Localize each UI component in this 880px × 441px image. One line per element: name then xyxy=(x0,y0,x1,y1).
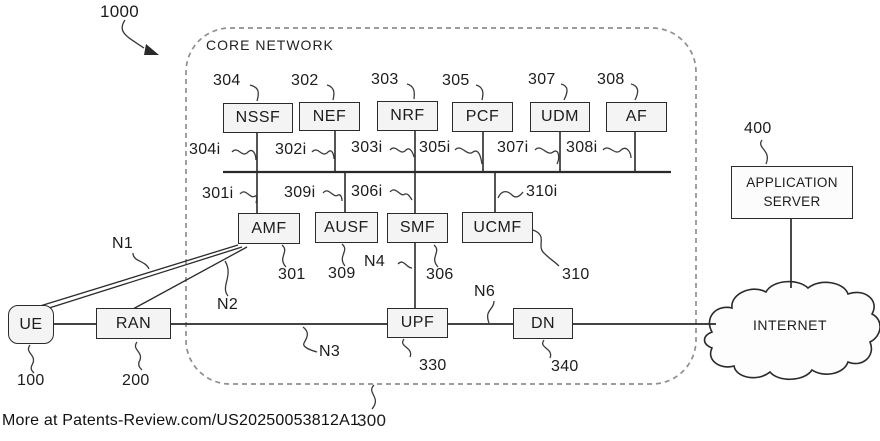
ref-200: 200 xyxy=(122,372,150,389)
ref-304i: 304i xyxy=(189,141,221,158)
ref-330: 330 xyxy=(419,357,447,374)
iface-n1: N1 xyxy=(112,235,134,252)
node-nssf: NSSF xyxy=(223,103,293,133)
node-nrf: NRF xyxy=(377,101,438,131)
figure-arrowhead xyxy=(144,44,159,55)
node-internet-label: INTERNET xyxy=(753,317,827,333)
ref-309i: 309i xyxy=(284,184,316,201)
leader-lines xyxy=(27,19,768,410)
ref-304: 304 xyxy=(213,72,241,89)
node-pcf: PCF xyxy=(452,102,513,132)
ref-301i: 301i xyxy=(202,185,234,202)
iface-n3: N3 xyxy=(319,343,341,360)
node-ucmf: UCMF xyxy=(462,212,533,243)
node-ue: UE xyxy=(8,305,54,344)
node-smf: SMF xyxy=(387,213,448,243)
ref-100: 100 xyxy=(17,372,45,389)
ref-306i: 306i xyxy=(351,183,383,200)
ref-300: 300 xyxy=(357,411,387,430)
ref-302: 302 xyxy=(291,72,319,89)
nf-bus-links-top xyxy=(256,130,636,172)
ref-306: 306 xyxy=(426,266,454,283)
node-ausf: AUSF xyxy=(315,212,378,243)
ref-307i: 307i xyxy=(497,139,529,156)
iface-n2: N2 xyxy=(217,296,239,313)
ref-310i: 310i xyxy=(526,183,558,200)
nf-bus-links-bottom xyxy=(256,172,496,213)
ref-400: 400 xyxy=(744,120,772,137)
ref-301: 301 xyxy=(278,266,306,283)
ref-307: 307 xyxy=(528,71,556,88)
ref-302i: 302i xyxy=(275,141,307,158)
ref-310: 310 xyxy=(562,266,590,283)
node-application-server: APPLICATION SERVER xyxy=(731,166,853,219)
ref-308i: 308i xyxy=(566,139,598,156)
ref-308: 308 xyxy=(597,71,625,88)
internet-cloud xyxy=(703,280,880,381)
core-network-boundary xyxy=(185,27,697,385)
ref-303: 303 xyxy=(371,71,399,88)
core-network-title: CORE NETWORK xyxy=(206,37,334,53)
ref-305: 305 xyxy=(442,72,470,89)
iface-n6: N6 xyxy=(474,283,496,300)
n1-n2-links xyxy=(39,244,248,310)
ref-305i: 305i xyxy=(419,139,451,156)
node-dn: DN xyxy=(513,308,573,339)
ref-309: 309 xyxy=(328,265,356,282)
node-nef: NEF xyxy=(299,102,360,131)
ref-303i: 303i xyxy=(351,139,383,156)
node-udm: UDM xyxy=(530,102,590,132)
node-upf: UPF xyxy=(387,308,448,338)
node-amf: AMF xyxy=(238,213,300,244)
ref-1000: 1000 xyxy=(100,2,140,21)
ref-340: 340 xyxy=(551,358,579,375)
watermark-text: More at Patents-Review.com/US20250053812… xyxy=(2,412,360,429)
node-af: AF xyxy=(606,102,667,132)
node-ran: RAN xyxy=(96,308,171,339)
iface-n4: N4 xyxy=(364,253,386,270)
